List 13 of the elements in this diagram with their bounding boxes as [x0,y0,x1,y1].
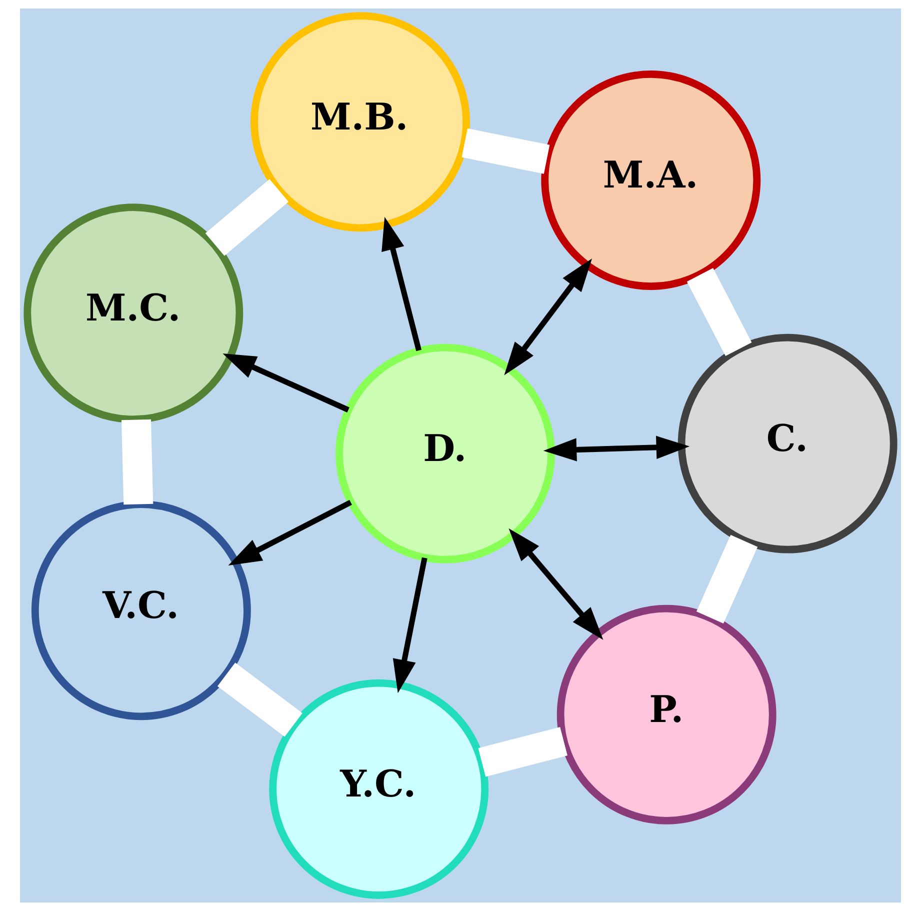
arrow [508,528,604,640]
node-circle: M.C. [24,204,244,424]
node-circle: C. [678,334,898,554]
arrow [392,557,428,694]
arrow [222,353,350,412]
arrow [228,500,352,566]
arrow [382,216,422,352]
node-circle: M.A. [541,70,761,290]
node-circle: M.B. [250,12,470,232]
node-circle: Y.C. [269,679,489,899]
arrow [504,258,592,376]
node-circle: V.C. [31,500,251,720]
arrow [543,436,690,462]
